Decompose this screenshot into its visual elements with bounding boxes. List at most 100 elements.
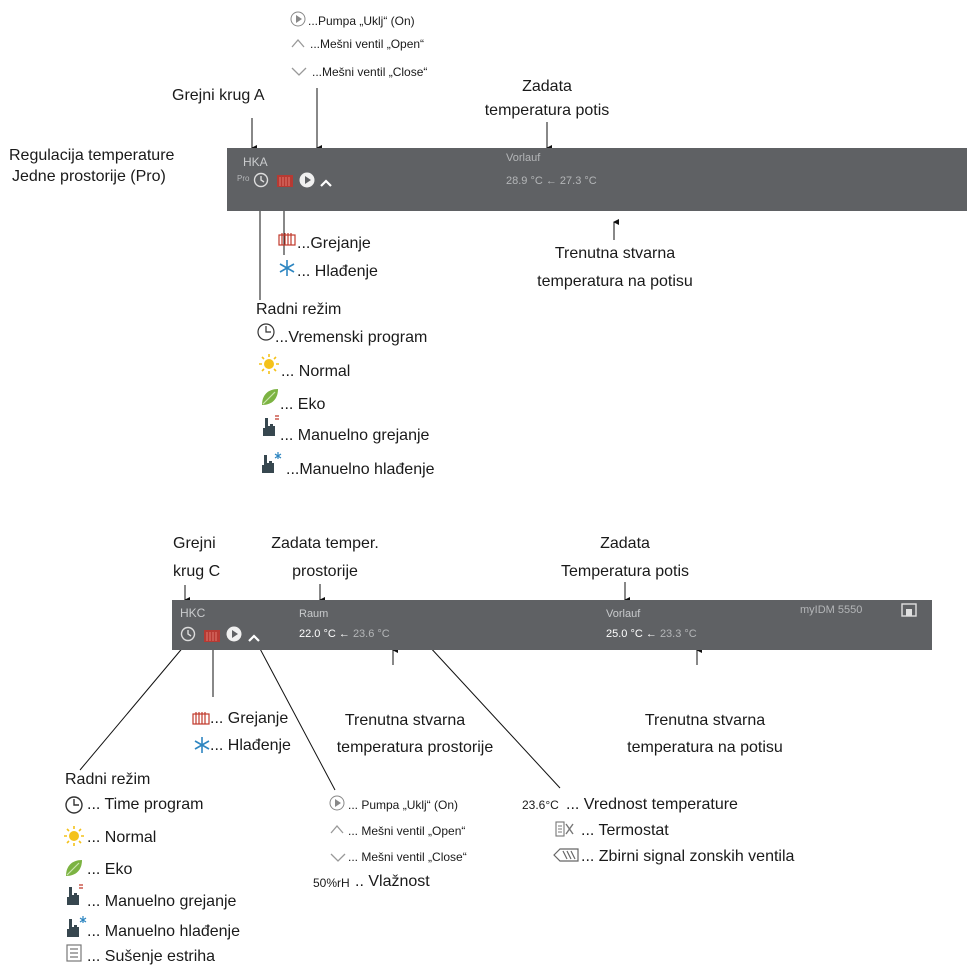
legend-valve-open: ...Mešni ventil „Open“ <box>310 37 425 51</box>
status-panel-hkc[interactable]: HKC Raum 22.0 °C ← 23.6 °C Vorlauf 25.0 … <box>172 600 932 650</box>
flow-label: Vorlauf <box>506 152 541 164</box>
thermostat-icon <box>555 821 575 842</box>
flow-set-value: 25.0 °C <box>606 628 643 640</box>
sun-icon <box>259 354 279 379</box>
heating-panel-icon <box>204 629 220 647</box>
legend-pump-c: ... Pumpa „Uklj“ (On) <box>348 798 459 812</box>
actual-flow-2: temperatura na potisu <box>537 273 693 290</box>
actual-flow-c-1: Trenutna stvarna <box>644 712 766 729</box>
actual-room-1: Trenutna stvarna <box>344 712 466 729</box>
valve-open-c-icon <box>329 822 345 840</box>
legend-cooling-c: ... Hlađenje <box>210 737 291 754</box>
actual-room-2: temperatura prostorije <box>336 739 494 756</box>
device-label: myIDM 5550 <box>800 604 863 616</box>
temp-value: 23.6°C <box>522 798 559 812</box>
mode-manual-cooling: ...Manuelno hlađenje <box>286 461 435 478</box>
mode-time-program: ...Vremenski program <box>275 329 428 346</box>
mode-screed-c: ... Sušenje estriha <box>87 948 216 965</box>
snowflake-icon <box>278 259 296 282</box>
set-room-1: Zadata temper. <box>271 535 379 552</box>
valve-panel-icon <box>247 630 261 648</box>
line-mode-c <box>79 644 186 771</box>
heating-legend-icon <box>278 232 296 251</box>
valve-open-icon <box>290 36 306 54</box>
flow-c-values: 25.0 °C ← 23.3 °C <box>606 628 697 640</box>
snowflake-c-icon <box>193 736 211 759</box>
legend-close-c: ... Mešni ventil „Close“ <box>348 850 467 864</box>
pump-panel-icon[interactable] <box>226 626 242 647</box>
hand-heat-c-icon <box>63 884 85 913</box>
arrow-left-icon: ← <box>335 628 353 640</box>
valve-close-c-icon <box>329 850 347 868</box>
mode-manual-heating: ... Manuelno grejanje <box>280 427 430 444</box>
legend-thermostat: ... Termostat <box>581 822 669 839</box>
circuit-c-label: HKC <box>180 606 206 620</box>
flow-actual-value: 23.3 °C <box>659 628 697 640</box>
circuit-c-1: Grejni <box>173 535 216 552</box>
legend-pump: ...Pumpa „Uklj“ (On) <box>308 14 415 28</box>
mode-time-c: ... Time program <box>87 796 204 813</box>
status-panel-hka[interactable]: HKA Pro Vorlauf 28.9 °C ← 27.3 °C <box>227 148 967 211</box>
hand-cool-c-icon <box>63 915 87 946</box>
line-temp-value <box>427 644 561 789</box>
clock-icon <box>253 172 269 193</box>
room-actual-value: 23.6 °C <box>352 628 390 640</box>
title-circuit-a: Grejni krug A <box>172 87 265 104</box>
valve-close-icon <box>290 64 308 82</box>
heating-legend-c-icon <box>192 711 210 730</box>
zone-valves-icon <box>552 847 580 868</box>
heating-icon <box>277 174 293 192</box>
sun-c-icon <box>64 826 84 851</box>
room-set-value: 22.0 °C <box>299 628 336 640</box>
set-flow-c-1: Zadata <box>600 535 650 552</box>
title-regulation-2: Jedne prostorije (Pro) <box>12 168 166 185</box>
mode-title-c: Radni režim <box>65 771 151 788</box>
legend-heating: ...Grejanje <box>297 235 371 252</box>
mode-manual-heat-c: ... Manuelno grejanje <box>87 893 237 910</box>
screed-icon <box>66 944 82 967</box>
title-set-flow-1: Zadata <box>522 78 572 95</box>
legend-zone-valves: ... Zbirni signal zonskih ventila <box>581 848 795 865</box>
pump-legend-c-icon <box>329 795 345 816</box>
circuit-c-2: krug C <box>173 563 221 580</box>
clock-legend-c-icon <box>64 795 84 820</box>
title-regulation-1: Regulacija temperature <box>9 147 175 164</box>
legend-open-c: ... Mešni ventil „Open“ <box>348 824 466 838</box>
hand-cool-icon <box>258 451 282 482</box>
home-icon[interactable] <box>901 603 917 622</box>
humidity-value: 50%rH <box>313 876 350 890</box>
clock-legend-icon <box>256 322 276 347</box>
temp-label: ... Vrednost temperature <box>566 796 738 813</box>
humidity-label: .. Vlažnost <box>355 873 430 890</box>
valve-open-panel-icon <box>319 175 333 193</box>
legend-heating-c: ... Grejanje <box>210 710 289 727</box>
arrow-left-icon: ← <box>642 628 660 640</box>
set-flow-c-2: Temperatura potis <box>560 563 690 580</box>
flow-c-label: Vorlauf <box>606 608 641 620</box>
set-room-2: prostorije <box>292 563 358 580</box>
room-values: 22.0 °C ← 23.6 °C <box>299 628 390 640</box>
mode-normal: ... Normal <box>281 363 351 380</box>
room-label: Raum <box>299 608 329 620</box>
mode-eco-c: ... Eko <box>87 861 133 878</box>
mode-normal-c: ... Normal <box>87 829 157 846</box>
leaf-c-icon <box>64 858 84 883</box>
actual-flow-1: Trenutna stvarna <box>554 245 676 262</box>
pump-icon <box>290 11 306 32</box>
legend-cooling: ... Hlađenje <box>297 263 378 280</box>
mode-eco: ... Eko <box>280 396 326 413</box>
legend-valve-close: ...Mešni ventil „Close“ <box>312 65 428 79</box>
actual-flow-c-2: temperatura na potisu <box>627 739 783 756</box>
pump-on-icon[interactable] <box>299 172 315 193</box>
hand-heat-icon <box>259 415 281 444</box>
pro-label: Pro <box>237 174 250 183</box>
title-set-flow-2: temperatura potis <box>484 102 610 119</box>
circuit-label: HKA <box>243 155 268 169</box>
flow-values: 28.9 °C ← 27.3 °C <box>506 175 597 187</box>
line-pump-c <box>257 644 336 791</box>
mode-manual-cool-c: ... Manuelno hlađenje <box>87 923 240 940</box>
clock-panel-icon <box>180 626 196 647</box>
leaf-icon <box>260 387 280 412</box>
mode-title: Radni režim <box>256 301 342 318</box>
